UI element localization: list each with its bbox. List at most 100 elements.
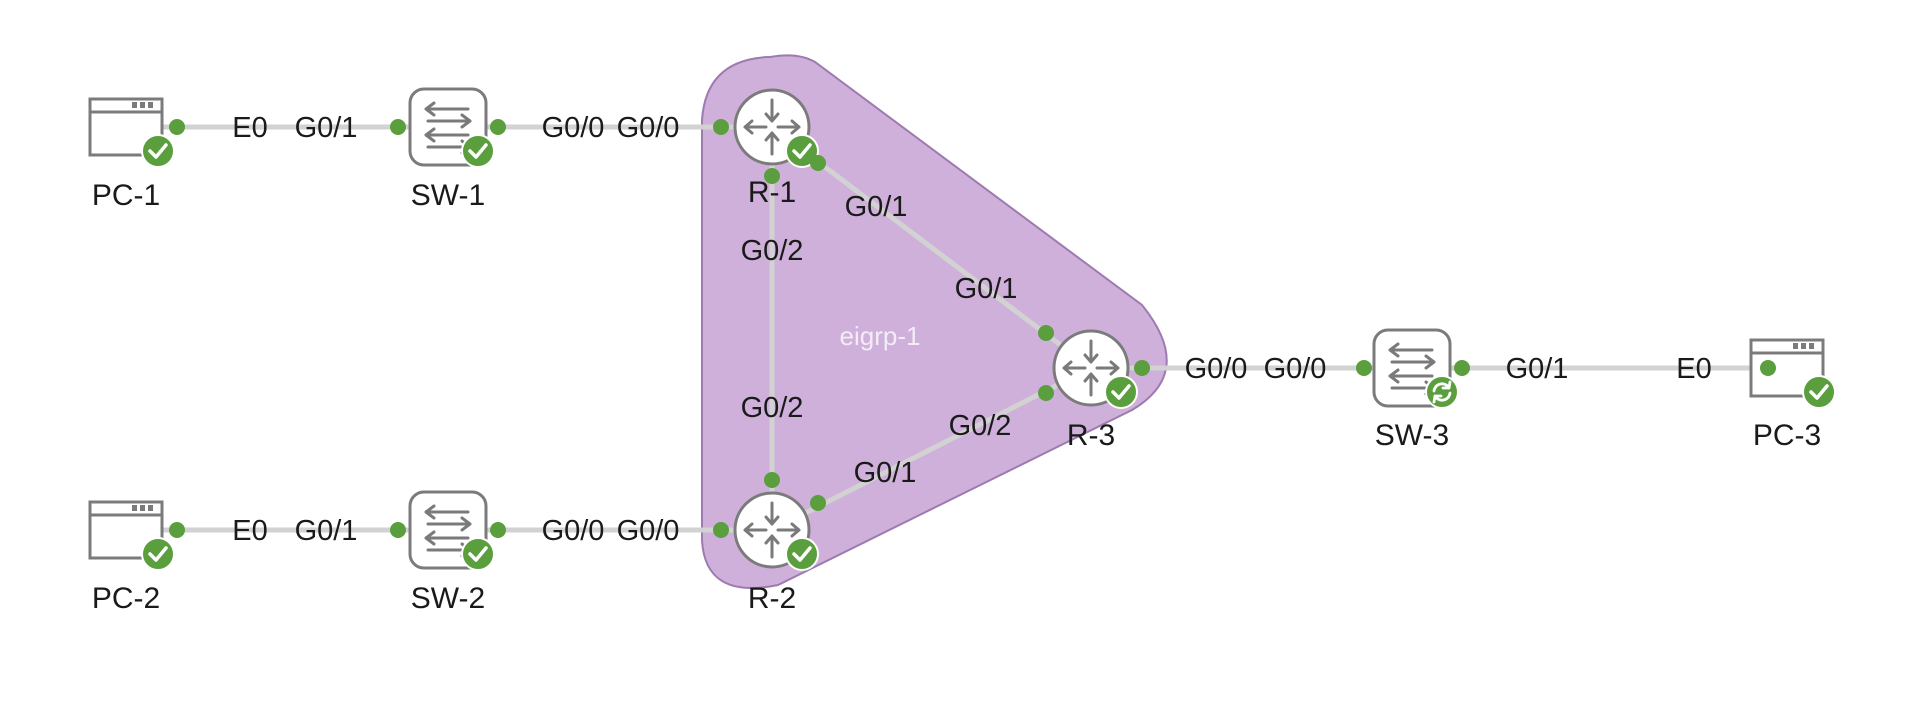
port-dot-r2-r3-a[interactable] (810, 495, 826, 511)
node-pc3[interactable]: PC-3 (1749, 338, 1836, 452)
switch-arrow-left-icon (1388, 342, 1434, 358)
port-label-pc1-sw1-b: G0/1 (295, 112, 358, 144)
port-label-sw1-r1-a: G0/0 (542, 112, 605, 144)
port-label-r1-r2-a: G0/2 (741, 235, 804, 267)
router-arrow-in-icon (1083, 372, 1099, 397)
desktop-window-dot (132, 102, 137, 108)
status-ok-badge (141, 537, 175, 571)
link-r1-r3[interactable] (770, 125, 1093, 370)
eigrp-1-group-area[interactable] (701, 54, 1168, 589)
router-arrow-in-icon (1083, 339, 1099, 364)
port-dot-sw1-r1-b[interactable] (713, 119, 729, 135)
status-booting-badge (1425, 375, 1459, 409)
check-icon (1111, 384, 1131, 400)
router-arrow-out-icon (776, 522, 801, 538)
desktop-window-dot (140, 102, 145, 108)
port-dot-r1-r2-a[interactable] (764, 168, 780, 184)
port-label-pc2-sw2-a: E0 (232, 515, 267, 547)
group-label: eigrp-1 (840, 321, 921, 351)
status-ok-badge (1802, 375, 1836, 409)
check-icon (1809, 384, 1829, 400)
check-icon (148, 143, 168, 159)
port-label-sw2-r2-a: G0/0 (542, 515, 605, 547)
port-dot-sw2-r2-a[interactable] (490, 522, 506, 538)
node-label-sw2: SW-2 (411, 582, 485, 615)
node-label-pc2: PC-2 (92, 582, 160, 615)
node-label-pc3: PC-3 (1753, 419, 1821, 452)
port-dot-pc1-sw1-a[interactable] (169, 119, 185, 135)
router-arrow-out-icon (743, 119, 768, 135)
node-label-r3: R-3 (1067, 419, 1115, 452)
node-sw3[interactable]: SW-3 (1372, 328, 1459, 452)
status-ok-badge (461, 134, 495, 168)
router-arrow-in-icon (764, 501, 780, 526)
port-label-r2-r3-b: G0/2 (949, 410, 1012, 442)
desktop-window-dot (140, 505, 145, 511)
switch-arrow-right-icon (426, 113, 472, 129)
switch-arrow-right-icon (1390, 354, 1436, 370)
port-label-r1-r3-b: G0/1 (955, 273, 1018, 305)
router-arrow-in-icon (764, 98, 780, 123)
node-r1[interactable]: R-1 (733, 88, 819, 209)
port-dot-r1-r2-b[interactable] (764, 472, 780, 488)
port-dot-sw2-r2-b[interactable] (713, 522, 729, 538)
port-dot-pc2-sw2-b[interactable] (390, 522, 406, 538)
port-label-pc2-sw2-b: G0/1 (295, 515, 358, 547)
check-icon (148, 546, 168, 562)
node-label-sw3: SW-3 (1375, 419, 1449, 452)
node-r2[interactable]: R-2 (733, 491, 819, 615)
port-label-r1-r3-a: G0/1 (845, 191, 908, 223)
node-pc2[interactable]: PC-2 (88, 500, 175, 615)
port-dot-r1-r3-a[interactable] (810, 155, 826, 171)
port-dot-sw3-pc3-a[interactable] (1454, 360, 1470, 376)
port-label-r3-sw3-b: G0/0 (1264, 353, 1327, 385)
check-icon (792, 143, 812, 159)
status-ok-badge (785, 134, 819, 168)
switch-arrow-left-icon (424, 127, 470, 143)
switch-arrow-left-icon (424, 504, 470, 520)
node-label-sw1: SW-1 (411, 179, 485, 212)
port-dot-pc1-sw1-b[interactable] (390, 119, 406, 135)
port-label-sw1-r1-b: G0/0 (617, 112, 680, 144)
status-ok-badge (141, 134, 175, 168)
switch-arrow-left-icon (1388, 368, 1434, 384)
desktop-window-dot (148, 505, 153, 511)
desktop-window-dot (1793, 343, 1798, 349)
desktop-window-dot (148, 102, 153, 108)
port-label-pc1-sw1-a: E0 (232, 112, 267, 144)
router-arrow-out-icon (1095, 360, 1120, 376)
port-dot-r2-r3-b[interactable] (1038, 385, 1054, 401)
desktop-window-dot (1801, 343, 1806, 349)
port-label-r1-r2-b: G0/2 (741, 392, 804, 424)
router-arrow-out-icon (776, 119, 801, 135)
status-ok-badge (461, 537, 495, 571)
switch-arrow-left-icon (424, 530, 470, 546)
node-r3[interactable]: R-3 (1052, 329, 1138, 452)
port-label-sw3-pc3-a: G0/1 (1506, 353, 1569, 385)
status-ok-badge (785, 537, 819, 571)
port-label-sw2-r2-b: G0/0 (617, 515, 680, 547)
refresh-icon (1432, 380, 1452, 404)
router-arrow-out-icon (743, 522, 768, 538)
node-label-r2: R-2 (748, 582, 796, 615)
node-sw2[interactable]: SW-2 (408, 490, 495, 615)
port-dot-r3-sw3-b[interactable] (1356, 360, 1372, 376)
port-dot-pc2-sw2-a[interactable] (169, 522, 185, 538)
node-sw1[interactable]: SW-1 (408, 87, 495, 212)
switch-arrow-left-icon (424, 101, 470, 117)
status-ok-badge (1104, 375, 1138, 409)
port-dot-r3-sw3-a[interactable] (1134, 360, 1150, 376)
node-pc1[interactable]: PC-1 (88, 97, 175, 212)
port-label-r2-r3-a: G0/1 (854, 457, 917, 489)
port-dot-sw3-pc3-b[interactable] (1760, 360, 1776, 376)
check-icon (468, 143, 488, 159)
port-dot-sw1-r1-a[interactable] (490, 119, 506, 135)
router-arrow-in-icon (764, 534, 780, 559)
desktop-window-dot (1809, 343, 1814, 349)
port-dot-r1-r3-b[interactable] (1038, 325, 1054, 341)
desktop-window-dot (132, 505, 137, 511)
check-icon (468, 546, 488, 562)
